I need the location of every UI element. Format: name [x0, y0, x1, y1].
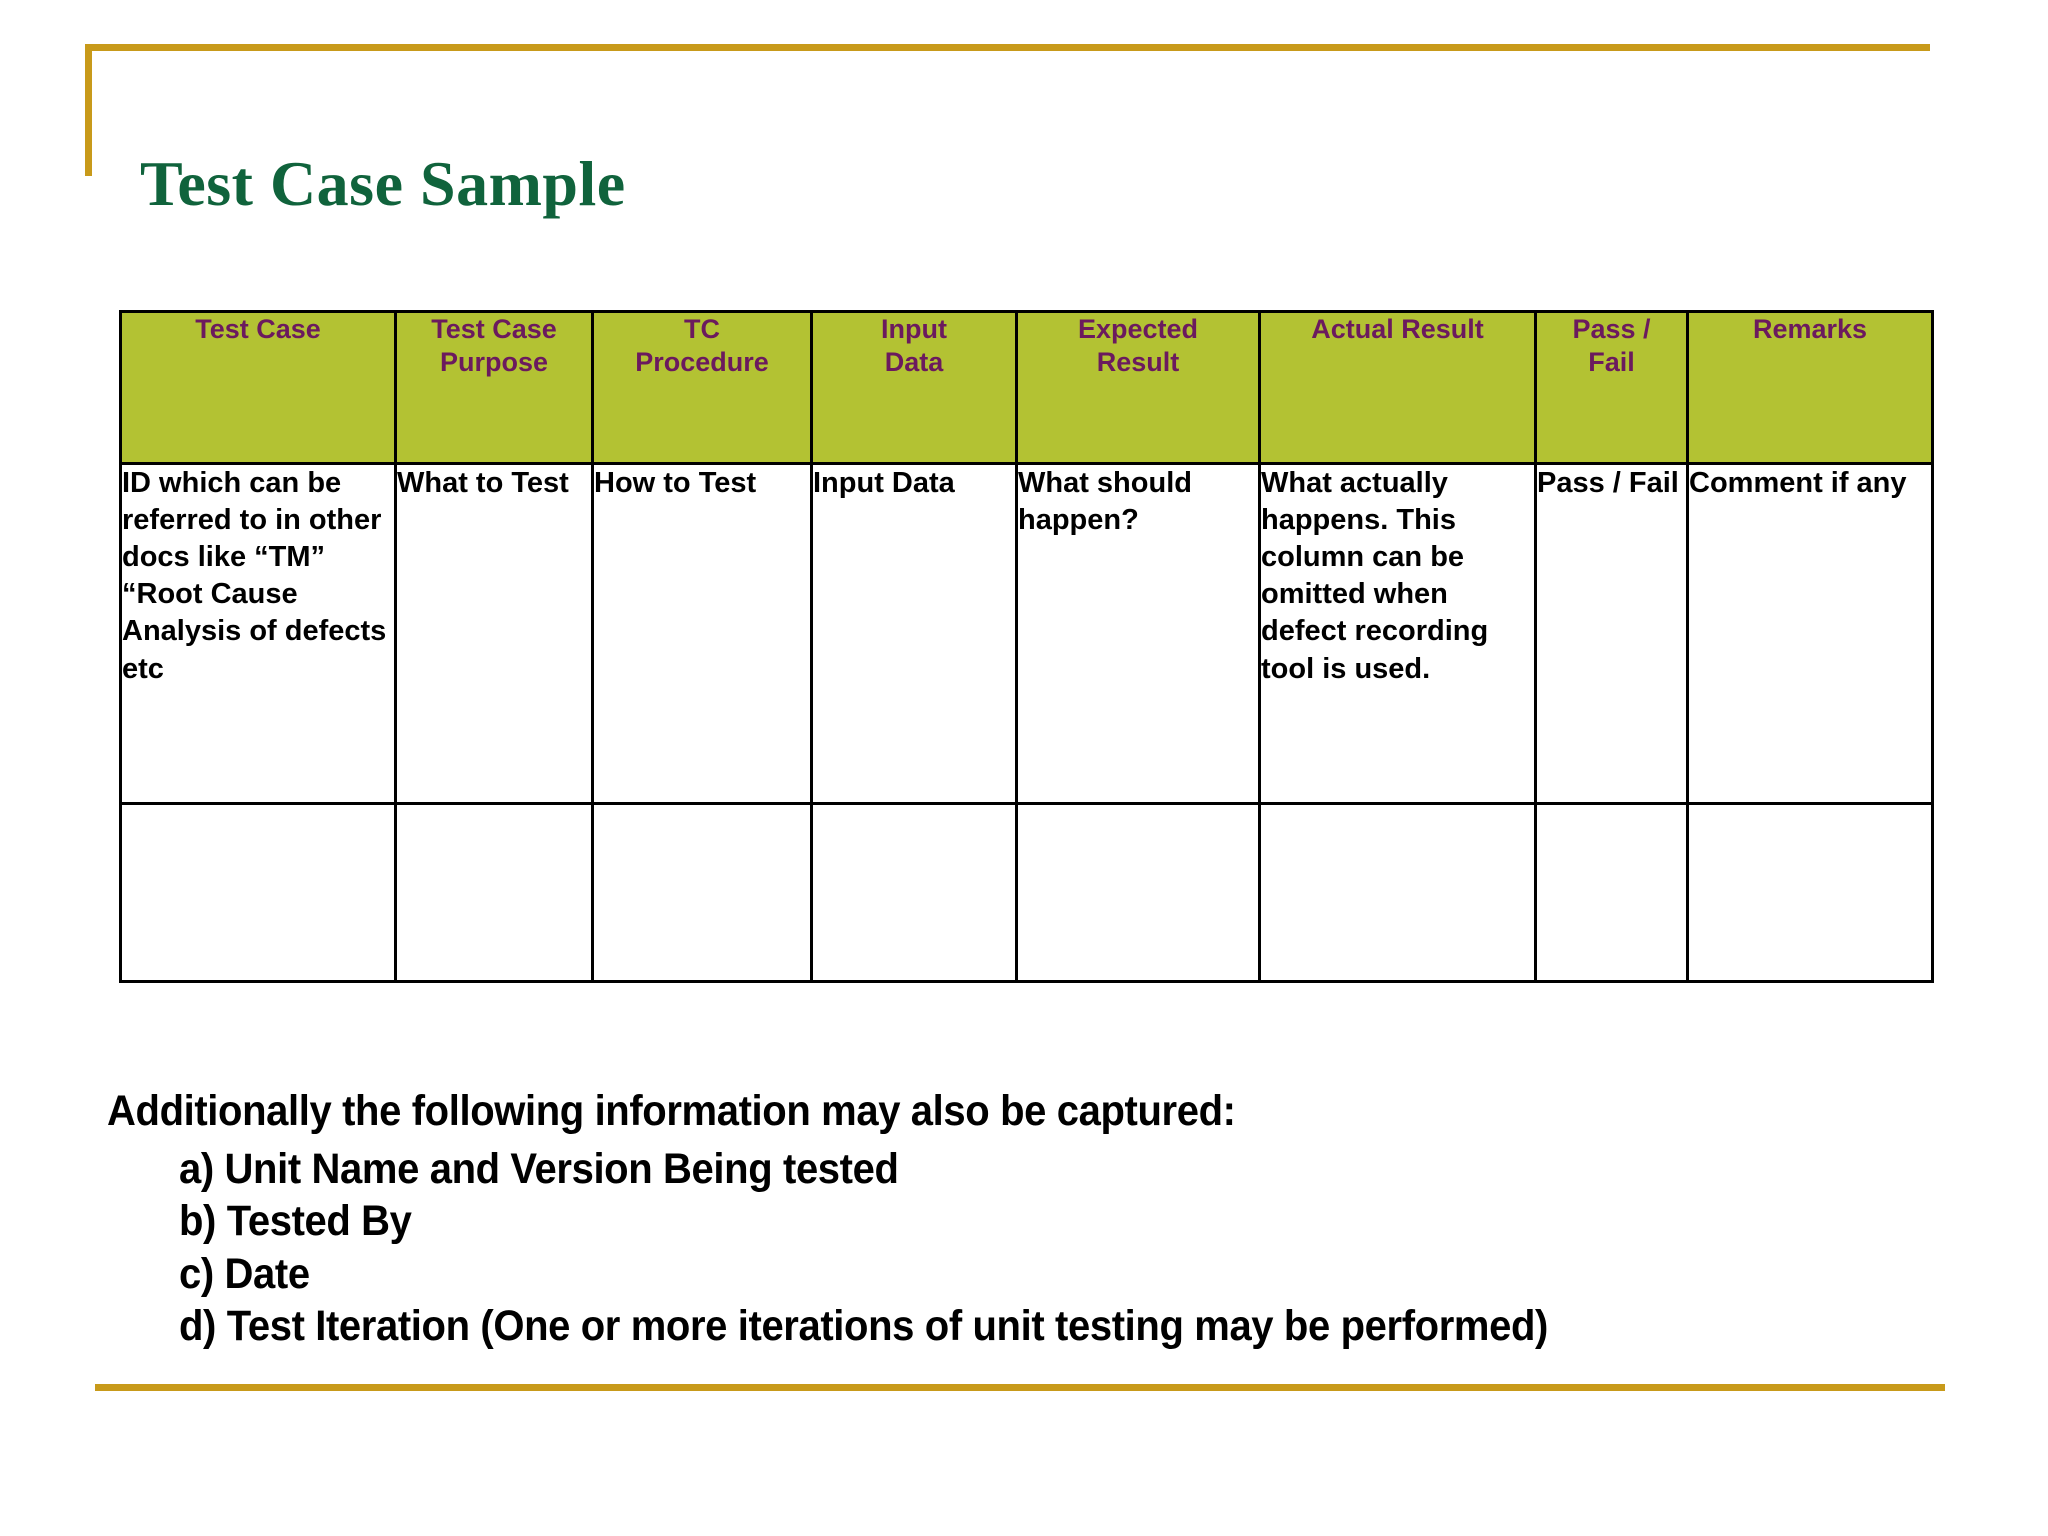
cell-test-case-purpose: [394, 802, 594, 983]
header-line-1: Actual Result: [1311, 314, 1484, 344]
header-line-1: Remarks: [1752, 314, 1868, 344]
header-line-1: Pass /: [1572, 314, 1651, 344]
table-row: ID which can be referred to in other doc…: [119, 462, 1934, 805]
cell-expected-result: [1015, 802, 1261, 983]
cell-tc-procedure: [591, 802, 813, 983]
column-header-expected-result: Expected Result: [1015, 310, 1261, 465]
header-line-1: Test Case: [431, 314, 557, 344]
cell-test-case: [119, 802, 397, 983]
header-line-2: Purpose: [439, 346, 549, 377]
cell-expected-result: What should happen?: [1015, 462, 1261, 805]
cell-actual-result: [1258, 802, 1537, 983]
bottom-gold-rule: [95, 1384, 1945, 1391]
additional-info-list: a) Unit Name and Version Being tested b)…: [107, 1143, 1967, 1353]
column-header-remarks: Remarks: [1686, 310, 1934, 465]
cell-text: What actually happens. This column can b…: [1261, 467, 1489, 685]
cell-test-case: ID which can be referred to in other doc…: [119, 462, 397, 805]
column-header-test-case-purpose: Test Case Purpose: [394, 310, 594, 465]
cell-text: What should happen?: [1018, 467, 1192, 537]
test-case-table: Test Case Test Case Purpose TC Procedure…: [119, 310, 1934, 983]
cell-test-case-purpose: What to Test: [394, 462, 594, 805]
cell-remarks: Comment if any: [1686, 462, 1934, 805]
table-header-row: Test Case Test Case Purpose TC Procedure…: [119, 310, 1934, 465]
cell-actual-result: What actually happens. This column can b…: [1258, 462, 1537, 805]
header-line-2: Fail: [1588, 346, 1635, 377]
cell-pass-fail: [1534, 802, 1689, 983]
cell-input-data: Input Data: [810, 462, 1018, 805]
header-line-1: Test Case: [195, 314, 321, 344]
cell-input-data: [810, 802, 1018, 983]
cell-text: ID which can be referred to in other doc…: [122, 467, 387, 685]
top-gold-rule: [85, 44, 1930, 51]
cell-text: Comment if any: [1689, 467, 1907, 499]
additional-info-heading: Additionally the following information m…: [107, 1087, 1236, 1135]
cell-remarks: [1686, 802, 1934, 983]
cell-text: Input Data: [813, 467, 955, 499]
cell-text: How to Test: [594, 467, 757, 499]
page-title: Test Case Sample: [140, 148, 626, 219]
cell-text: What to Test: [397, 467, 569, 499]
header-line-1: Expected: [1077, 314, 1199, 344]
cell-text: Pass / Fail: [1537, 467, 1679, 499]
left-gold-rule: [85, 44, 92, 176]
additional-info-block: Additionally the following information m…: [107, 1090, 1967, 1353]
list-item: b) Tested By: [179, 1197, 412, 1246]
list-item: d) Test Iteration (One or more iteration…: [179, 1302, 1548, 1351]
column-header-tc-procedure: TC Procedure: [591, 310, 813, 465]
cell-tc-procedure: How to Test: [591, 462, 813, 805]
header-line-2: Result: [1096, 346, 1180, 377]
header-line-1: Input: [881, 314, 947, 344]
cell-pass-fail: Pass / Fail: [1534, 462, 1689, 805]
column-header-test-case: Test Case: [119, 310, 397, 465]
list-item: a) Unit Name and Version Being tested: [179, 1145, 899, 1193]
list-item: c) Date: [179, 1249, 310, 1298]
header-line-2: Data: [884, 346, 944, 377]
header-line-2: Procedure: [635, 346, 769, 377]
column-header-actual-result: Actual Result: [1258, 310, 1537, 465]
column-header-pass-fail: Pass / Fail: [1534, 310, 1689, 465]
table-row: [119, 802, 1934, 983]
column-header-input-data: Input Data: [810, 310, 1018, 465]
header-line-1: TC: [684, 314, 720, 344]
